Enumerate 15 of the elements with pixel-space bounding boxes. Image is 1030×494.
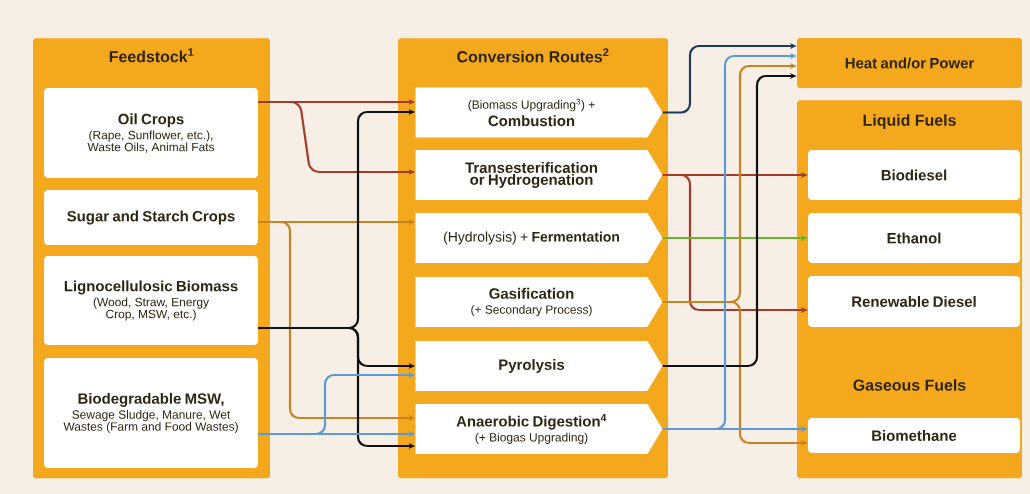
- output-box: Heat and/or Power: [797, 38, 1022, 88]
- process-box: (Biomass Upgrading$^{3}$) + Combustion: [415, 87, 663, 138]
- process-box: (Hydrolysis) + Fermentation: [415, 213, 663, 263]
- text-box: Biodegradable MSW, Sewage Sludge, Manure, Wet Wastes (Farm and Food Wastes): [44, 358, 258, 468]
- text-box: Oil Crops (Rape, Sunflower, etc.), Waste Oils, Animal Fats: [44, 88, 258, 178]
- process-box: Pyrolysis: [415, 341, 663, 391]
- text-box: Renewable Diesel: [808, 276, 1020, 327]
- text-box: Lignocellulosic Biomass (Wood, Straw, Energy Crop, MSW, etc.): [44, 256, 258, 345]
- text-box: Ethanol: [808, 213, 1020, 263]
- text-box: Biodiesel: [808, 150, 1020, 200]
- process-box: Gasification (+ Secondary Process): [415, 277, 663, 327]
- text-box: Sugar and Starch Crops: [44, 190, 258, 245]
- process-box: Transesterification or Hydrogenation: [415, 150, 663, 200]
- process-box: Anaerobic Digestion$^{4}$ (+ Biogas Upgrading): [415, 404, 663, 454]
- text-box: Biomethane: [808, 418, 1020, 453]
